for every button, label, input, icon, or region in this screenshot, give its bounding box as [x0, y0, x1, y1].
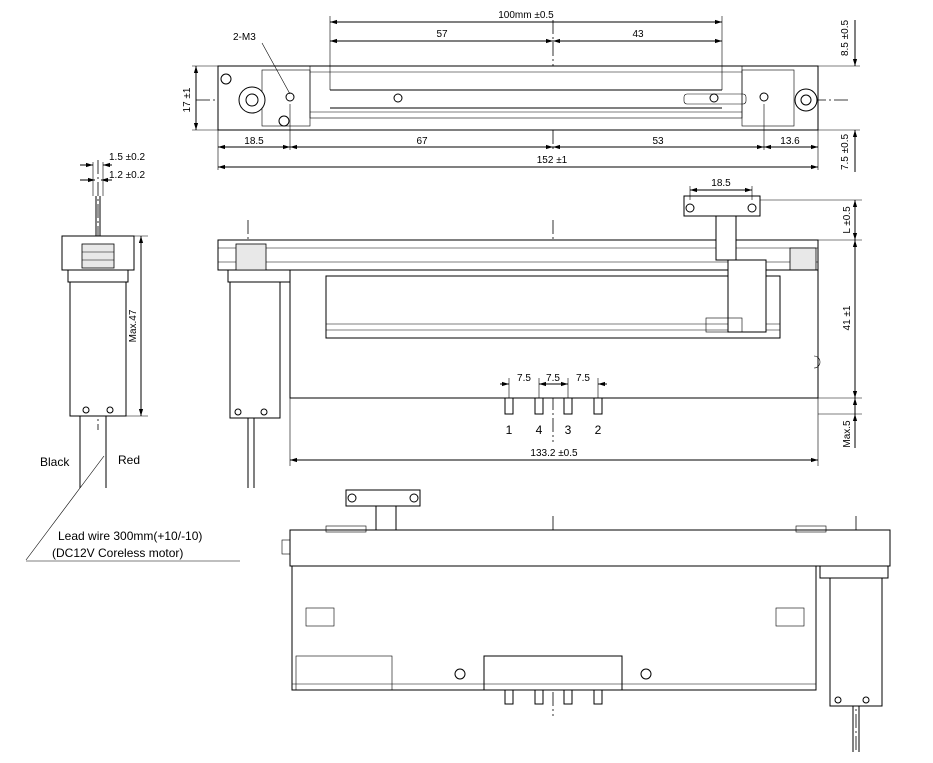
- dim-pitch-2: 7.5: [546, 373, 560, 384]
- dim-seg-a: 18.5: [244, 136, 264, 147]
- dim-knob-height: L ±0.5: [842, 206, 853, 234]
- note-lead-wire: Lead wire 300mm(+10/-10): [58, 529, 202, 543]
- side-view: 18.5 L ±0.5 41 ±1 Max.5 7.5 7.5 7.5 1 4 …: [217, 178, 862, 488]
- end-view-motor: [69, 281, 127, 417]
- dim-outer: 1.5 ±0.2: [109, 152, 146, 163]
- pin-number-3: 3: [565, 423, 572, 437]
- side-knob-stem: [715, 215, 737, 261]
- dim-knob-spacing: 18.5: [711, 178, 731, 189]
- dim-max-height: Max.47: [128, 309, 139, 342]
- end-view: 1.5 ±0.2 1.2 ±0.2 Max.47 Black Red Lead …: [25, 152, 240, 562]
- bottom-motor: [829, 577, 883, 707]
- dim-height: 17 ±1: [182, 87, 193, 112]
- screw-note: 2-M3: [233, 32, 256, 43]
- label-red: Red: [118, 453, 140, 467]
- dim-total-length: 152 ±1: [537, 155, 568, 166]
- bottom-view: [281, 489, 891, 752]
- dim-top-offset: 8.5 ±0.5: [840, 20, 851, 57]
- note-motor: (DC12V Coreless motor): [52, 546, 183, 560]
- dim-pitch-1: 7.5: [517, 373, 531, 384]
- bottom-rail: [289, 529, 891, 567]
- dim-body-height: 41 ±1: [842, 305, 853, 330]
- dim-seg-c: 53: [652, 136, 664, 147]
- bottom-pin-block: [483, 655, 623, 691]
- pin-3: [563, 397, 573, 415]
- side-pcb: [325, 275, 781, 339]
- mount-hole-right: [759, 92, 769, 102]
- dim-body-length: 133.2 ±0.5: [530, 448, 578, 459]
- fader-body: [217, 65, 819, 131]
- pin-2: [593, 397, 603, 415]
- pin-number-2: 2: [595, 423, 602, 437]
- dim-left-travel: 57: [436, 29, 448, 40]
- pin-number-1: 1: [506, 423, 513, 437]
- bottom-slot-left: [305, 607, 335, 627]
- side-motor: [229, 281, 281, 419]
- dim-pin-max: Max.5: [842, 420, 853, 448]
- dim-inner: 1.2 ±0.2: [109, 170, 146, 181]
- dim-right-travel: 43: [632, 29, 644, 40]
- slider-knob-top: [683, 93, 747, 105]
- pin-1: [504, 397, 514, 415]
- mount-hole-left: [285, 92, 295, 102]
- pin-group: [504, 397, 603, 415]
- dim-seg-b: 67: [416, 136, 428, 147]
- dim-seg-d: 13.6: [780, 136, 800, 147]
- dim-bottom-offset: 7.5 ±0.5: [840, 134, 851, 171]
- dim-travel: 100mm ±0.5: [498, 10, 554, 21]
- dim-pitch-3: 7.5: [576, 373, 590, 384]
- pin-4: [534, 397, 544, 415]
- left-screw: [220, 73, 232, 85]
- bottom-knob-plate: [345, 489, 421, 507]
- top-view: 100mm ±0.5 57 43 2-M3 17 ±1 8.5 ±0.5 7.5…: [182, 10, 860, 172]
- bottom-slot-right: [775, 607, 805, 627]
- label-black: Black: [40, 455, 70, 469]
- pin-number-4: 4: [536, 423, 543, 437]
